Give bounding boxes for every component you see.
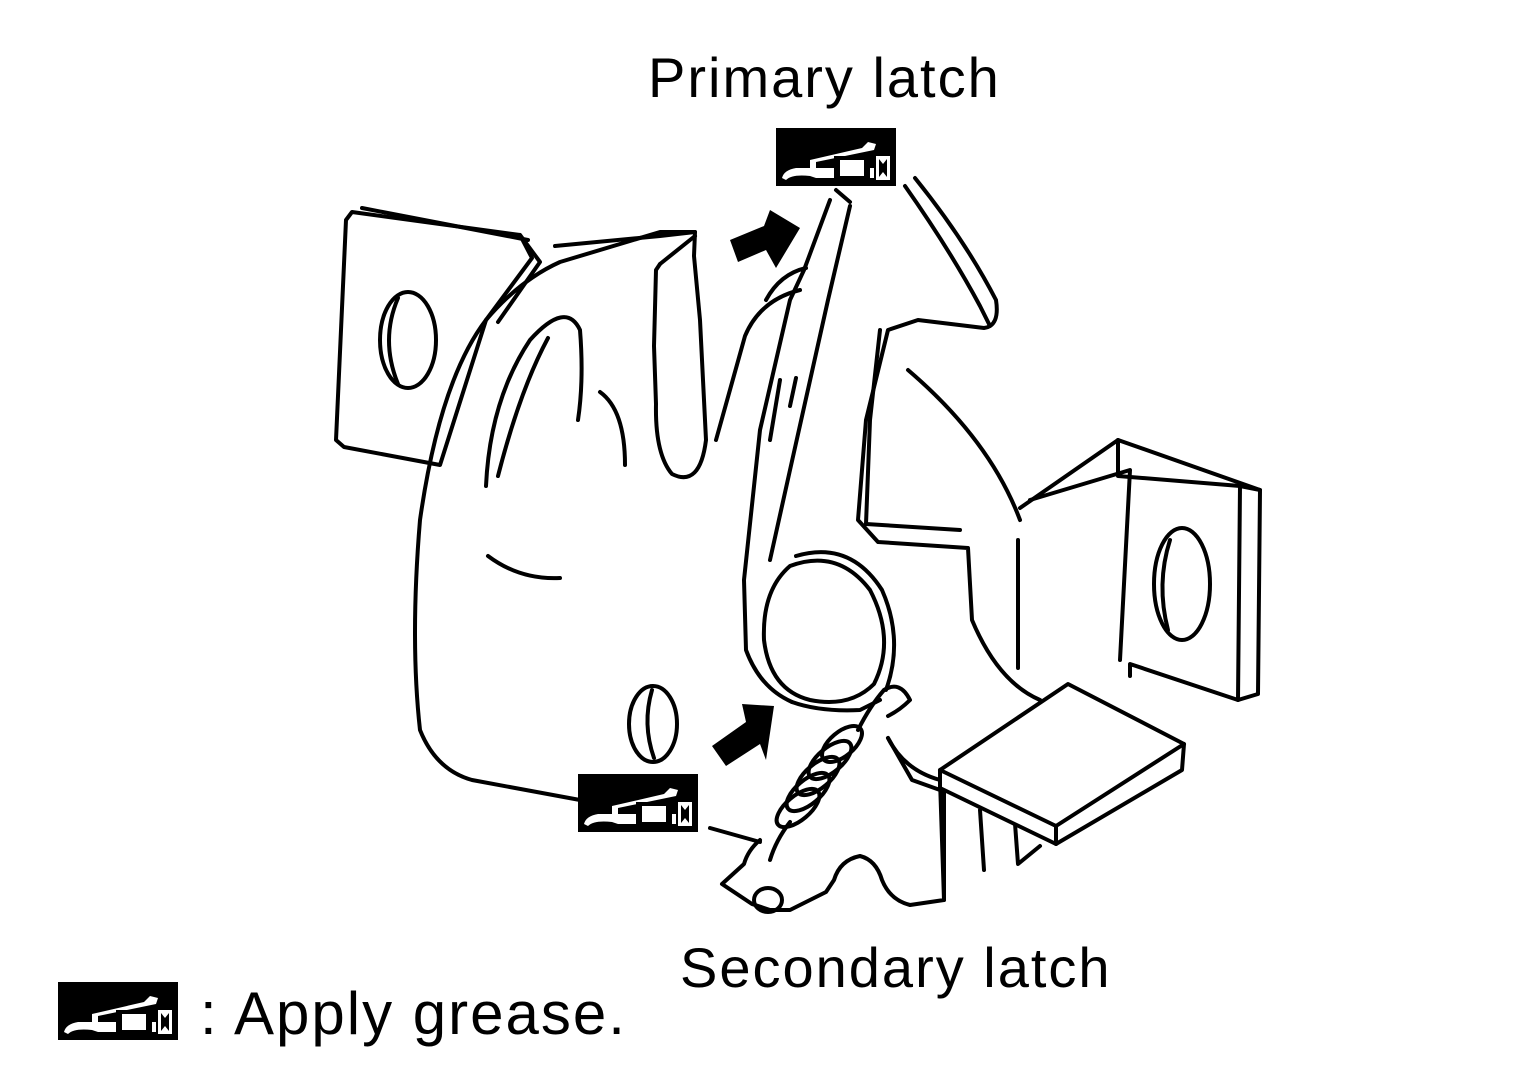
left-bolt-hole [378, 290, 438, 390]
latch-housing [484, 230, 708, 480]
arrow-icon [730, 210, 800, 268]
primary-latch [742, 198, 832, 704]
secondary-latch-label: Secondary latch [680, 936, 1112, 999]
spring [768, 684, 912, 862]
lower-bolt-hole [627, 684, 679, 764]
pivot-boss [761, 558, 887, 704]
primary-latch-label: Primary latch [648, 46, 1001, 109]
grease-gun-icon [776, 128, 896, 186]
secondary-latch [790, 698, 882, 713]
leader-line-primary [834, 188, 852, 204]
arrow-icon [712, 704, 774, 766]
grease-gun-icon [578, 774, 698, 832]
legend-text: : Apply grease. [200, 980, 627, 1047]
grease-gun-icon [58, 982, 178, 1040]
right-bolt-hole [1152, 526, 1212, 642]
bumper-block [938, 682, 1186, 846]
